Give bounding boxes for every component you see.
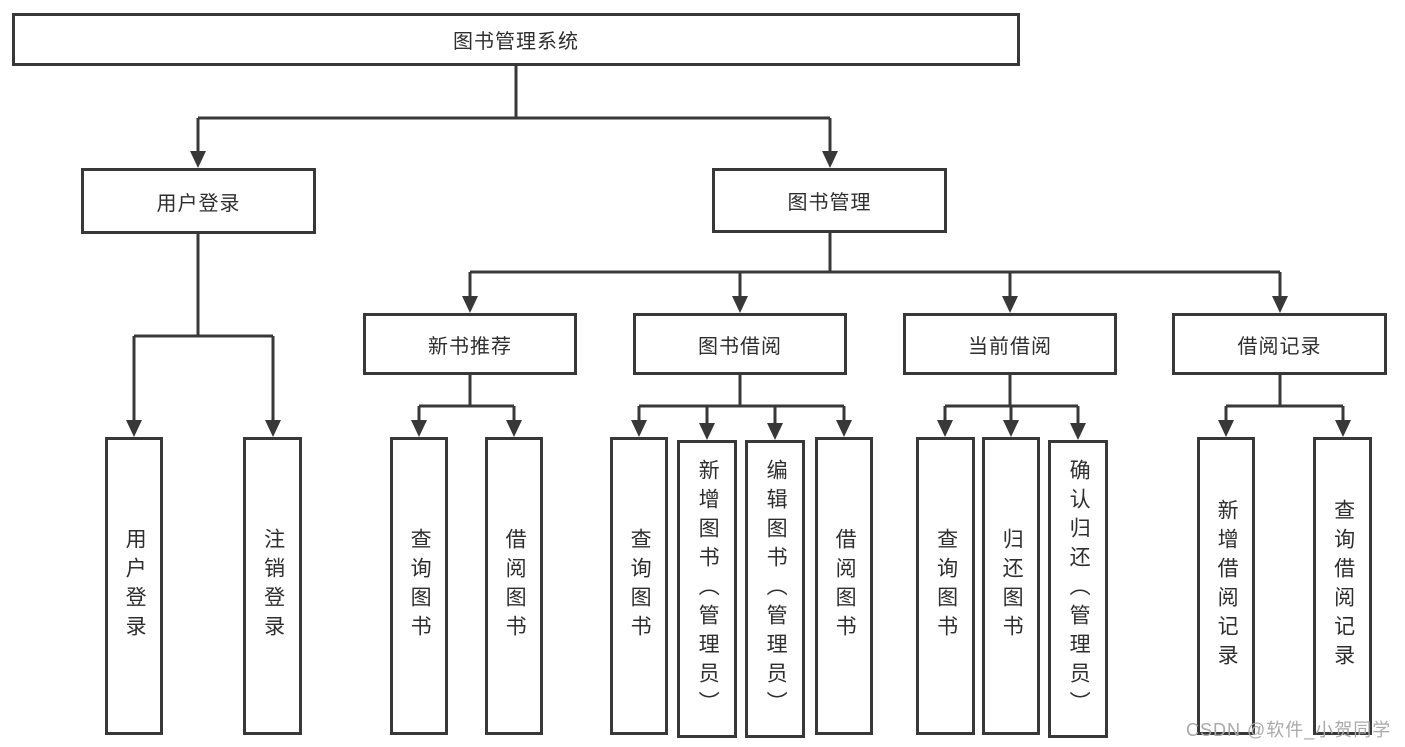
leaf-recommend-borrow-books: 借阅图书 [485, 437, 543, 735]
leaf-borrowing-edit-books-admin: 编辑图书（管理员） [745, 440, 805, 738]
leaf-current-confirm-return-admin: 确认归还（管理员） [1048, 440, 1108, 738]
node-current-borrowing: 当前借阅 [903, 313, 1117, 375]
node-book-borrowing: 图书借阅 [633, 313, 847, 375]
leaf-user-login: 用户登录 [105, 437, 163, 735]
node-root: 图书管理系统 [12, 13, 1020, 66]
leaf-borrowing-query-books: 查询图书 [610, 437, 668, 735]
leaf-borrowing-borrow-books: 借阅图书 [815, 437, 873, 735]
leaf-borrowing-add-books-admin: 新增图书（管理员） [677, 440, 737, 738]
node-book-management: 图书管理 [712, 168, 947, 233]
node-user-login: 用户登录 [81, 168, 316, 234]
watermark-text: CSDN @软件_小贺同学 [1186, 720, 1392, 740]
node-new-book-recommend: 新书推荐 [363, 313, 577, 375]
leaf-recommend-query-books: 查询图书 [390, 437, 448, 735]
leaf-records-add-record: 新增借阅记录 [1197, 437, 1255, 735]
node-borrowing-records: 借阅记录 [1172, 313, 1387, 375]
leaf-records-query-record: 查询借阅记录 [1313, 437, 1372, 735]
leaf-logout: 注销登录 [243, 437, 302, 735]
leaf-current-return-books: 归还图书 [982, 437, 1040, 735]
leaf-current-query-books: 查询图书 [916, 437, 975, 735]
